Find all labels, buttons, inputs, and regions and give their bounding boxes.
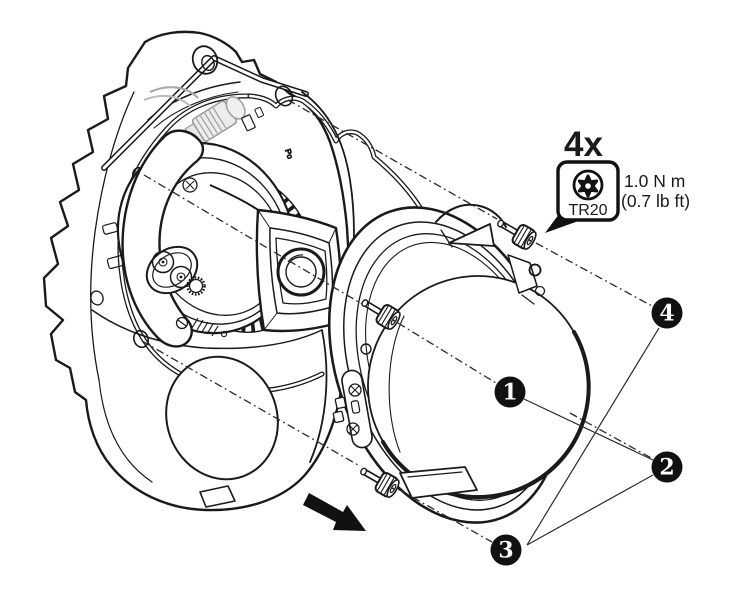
callout-2-number: 2 xyxy=(659,455,674,481)
lens-glass xyxy=(276,247,326,297)
connector-1-2 xyxy=(523,398,654,461)
screw-axis-line-3 xyxy=(141,340,493,543)
torque-value-metric: 1.0 N m xyxy=(624,171,685,191)
housing-oval-opening xyxy=(165,355,279,481)
lens-assembly xyxy=(116,129,343,348)
callout-4: 4 xyxy=(651,297,683,329)
connector-4-3 xyxy=(526,327,660,546)
housing-screw-hole-bottom xyxy=(133,329,149,349)
board-text: Po xyxy=(283,148,295,161)
callout-1-number: 1 xyxy=(502,380,517,406)
connector-2-3 xyxy=(526,474,654,546)
tilt-yoke-arm xyxy=(121,129,205,348)
screwdriver-bit-label: TR20 xyxy=(568,202,607,219)
quantity-label: 4x xyxy=(564,125,603,164)
callout-3-number: 3 xyxy=(498,538,513,564)
callout-connector-lines xyxy=(523,327,660,546)
screw-axis-line-4 xyxy=(287,99,653,307)
torx-icon xyxy=(572,169,604,201)
callout-4-number: 4 xyxy=(659,301,674,327)
torque-value-imperial: (0.7 lb ft) xyxy=(621,191,690,211)
direction-arrow xyxy=(303,493,366,531)
torque-badge: TR20 xyxy=(545,160,620,233)
callout-1: 1 xyxy=(494,376,526,408)
screw-axis-line-1 xyxy=(143,174,497,384)
callout-3: 3 xyxy=(490,534,522,566)
screw-axis-lines xyxy=(141,99,654,543)
screw-axis-line-2 xyxy=(569,412,654,460)
housing-screw-hole-top xyxy=(274,85,294,107)
dome-cover xyxy=(327,203,591,524)
callout-2: 2 xyxy=(651,451,683,483)
circuit-board-details: Po xyxy=(241,106,295,161)
